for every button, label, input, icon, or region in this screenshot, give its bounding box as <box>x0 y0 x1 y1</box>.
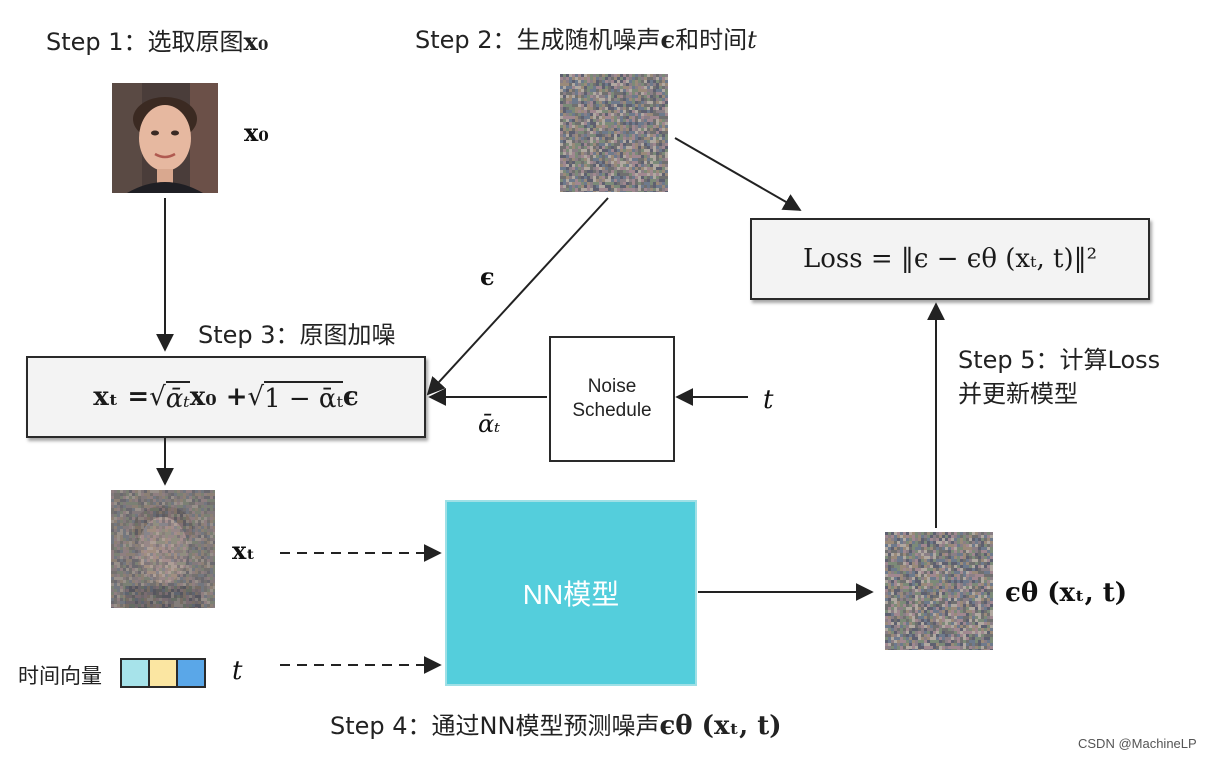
step-2-t: t <box>747 26 757 54</box>
forward-x0-term: x₀ + <box>189 382 248 412</box>
step-1-text: Step 1：选取原图 <box>46 28 244 56</box>
nn-model-label: NN模型 <box>522 579 620 610</box>
arrow-noise-to-loss <box>674 137 802 211</box>
step-4-label: Step 4：通过NN模型预测噪声ϵθ (xₜ, t) <box>330 706 782 741</box>
forward-lhs: xₜ = <box>93 382 150 412</box>
t-vector-label: t <box>232 656 243 686</box>
step-4-math: ϵθ (xₜ, t) <box>659 711 782 741</box>
time-vector-label: 时间向量 <box>18 664 102 688</box>
original-face-image <box>112 83 218 193</box>
forward-epsilon: ϵ <box>342 382 359 412</box>
eps-theta-label: ϵθ (xₜ, t) <box>1005 578 1128 608</box>
t-input-label: t <box>763 385 774 415</box>
step-1-math: x₀ <box>243 27 269 56</box>
step-4-text: Step 4：通过NN模型预测噪声 <box>330 712 660 740</box>
step-2-text: Step 2：生成随机噪声 <box>415 26 661 54</box>
time-vector-cells <box>120 658 206 688</box>
step-5-line1: Step 5：计算Loss <box>958 346 1161 374</box>
forward-sqrt-alpha: ᾱₜ <box>165 380 190 414</box>
step-2-label: Step 2：生成随机噪声ϵ和时间t <box>415 20 757 55</box>
epsilon-label: ϵ <box>480 262 495 291</box>
step-2-mid: 和时间 <box>675 26 748 54</box>
step-5-line2: 并更新模型 <box>958 380 1078 408</box>
xt-label: xₜ <box>232 536 256 565</box>
step-1-label: Step 1：选取原图x₀ <box>46 22 268 57</box>
time-vector-cell <box>176 658 206 688</box>
predicted-noise-image <box>885 532 993 650</box>
forward-noising-equation-box: xₜ = √ᾱₜ x₀ + √1 − ᾱₜ ϵ <box>26 356 426 438</box>
noise-schedule-line1: Noise <box>587 376 637 397</box>
step-3-label: Step 3：原图加噪 <box>198 321 396 349</box>
nn-model-box: NN模型 <box>445 500 697 686</box>
noisy-image-xt <box>111 490 215 608</box>
forward-sqrt-one-minus-alpha: 1 − ᾱₜ <box>264 380 343 414</box>
x0-label: x₀ <box>244 118 269 147</box>
arrow-noise-to-forward <box>426 197 609 396</box>
step-5-label: Step 5：计算Loss 并更新模型 <box>958 343 1160 411</box>
step-2-eps: ϵ <box>660 25 676 54</box>
noise-schedule-box: Noise Schedule <box>549 336 675 462</box>
loss-equation: Loss = ‖ϵ − ϵθ (xₜ, t)‖² <box>802 244 1098 274</box>
noise-schedule-line2: Schedule <box>572 400 652 421</box>
watermark: CSDN @MachineLP <box>1078 736 1197 751</box>
alpha-bar-t-label: ᾱₜ <box>478 410 501 438</box>
loss-equation-box: Loss = ‖ϵ − ϵθ (xₜ, t)‖² <box>750 218 1150 300</box>
random-noise-image <box>560 74 668 192</box>
